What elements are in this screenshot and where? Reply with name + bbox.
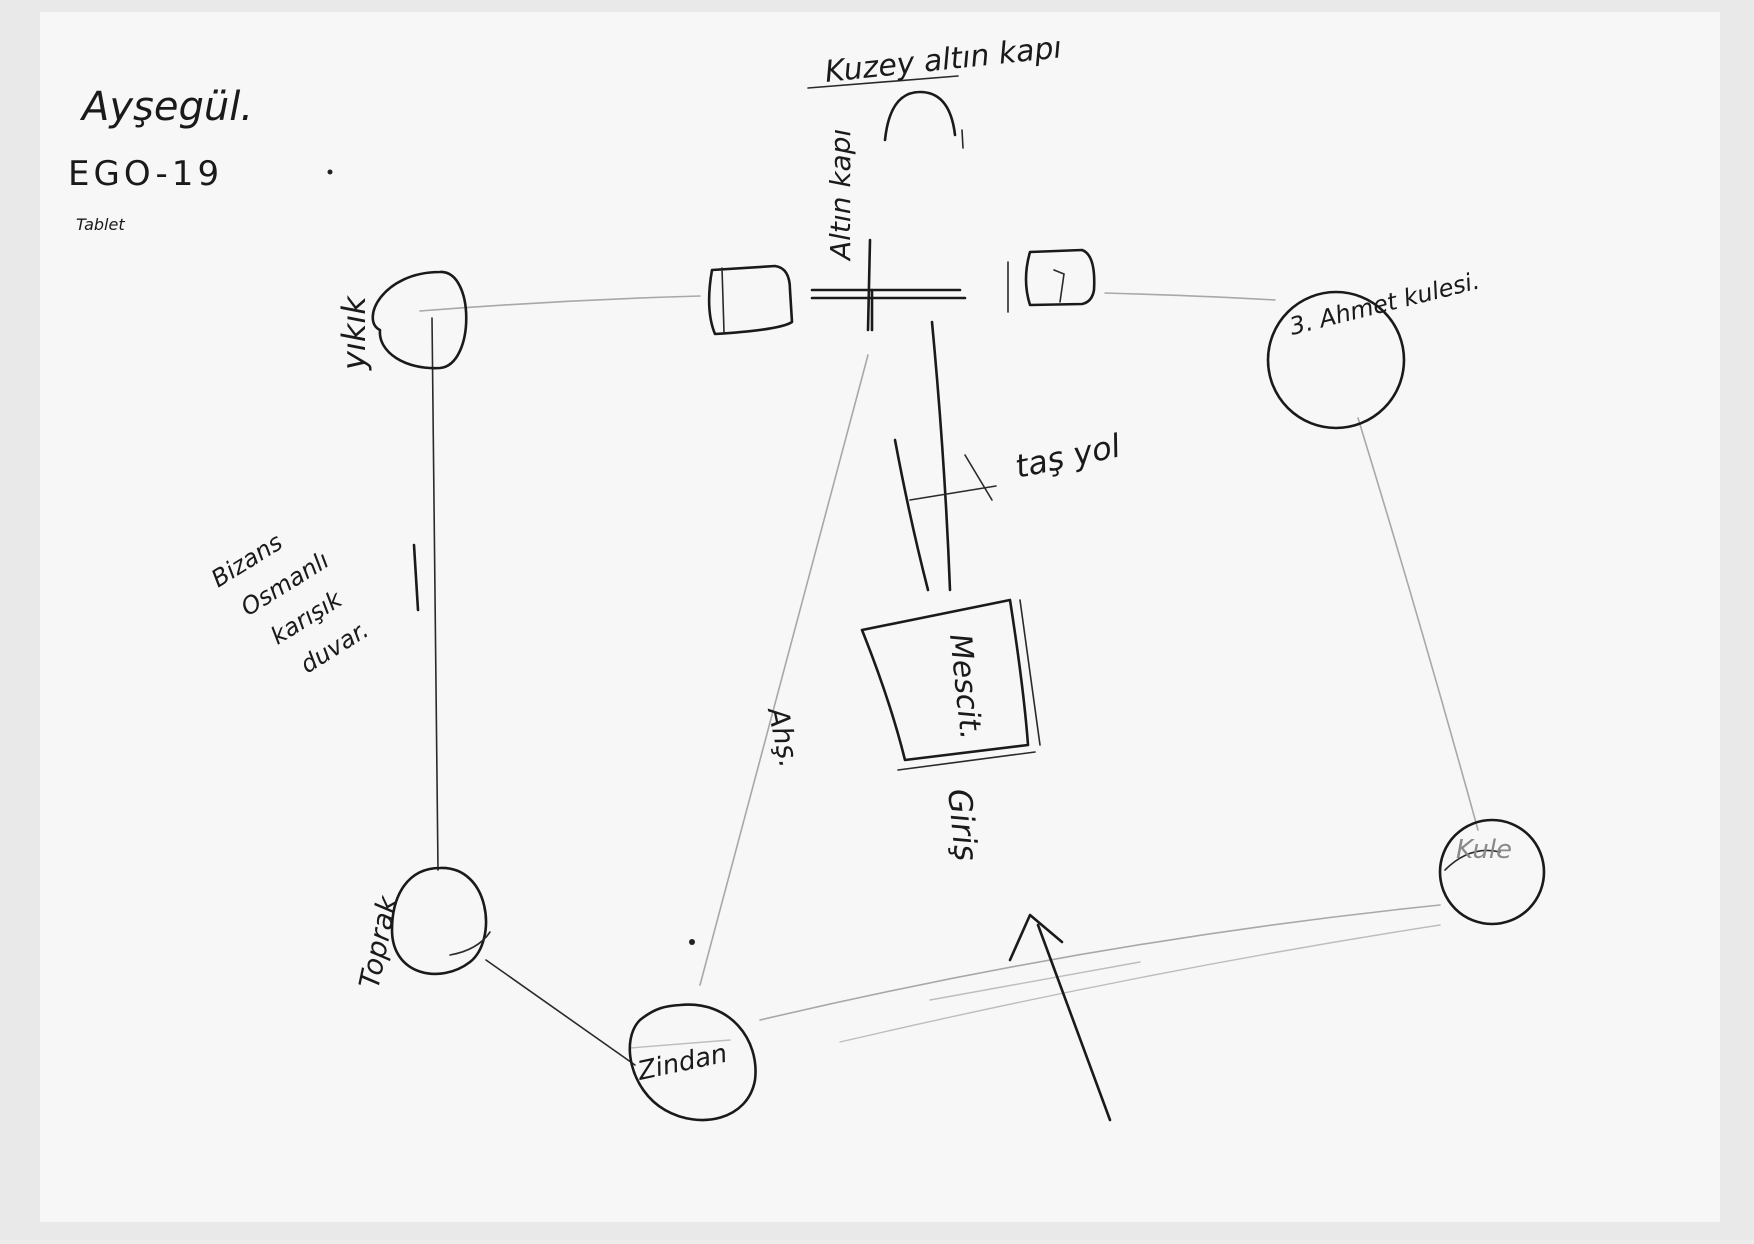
label-altin-kapi: Altın kapı: [824, 129, 857, 262]
dot-1: [689, 939, 695, 945]
north-gate-pillar: [962, 130, 963, 148]
label-kule-right: Kule: [1456, 835, 1512, 865]
author-name: Ayşegül.: [79, 84, 253, 130]
dot-2: [328, 170, 333, 175]
label-giris: Giriş: [940, 787, 985, 863]
project-code: EGO-19: [68, 154, 223, 194]
project-note: Tablet: [76, 215, 125, 234]
label-yikik: yıkık: [335, 295, 373, 371]
